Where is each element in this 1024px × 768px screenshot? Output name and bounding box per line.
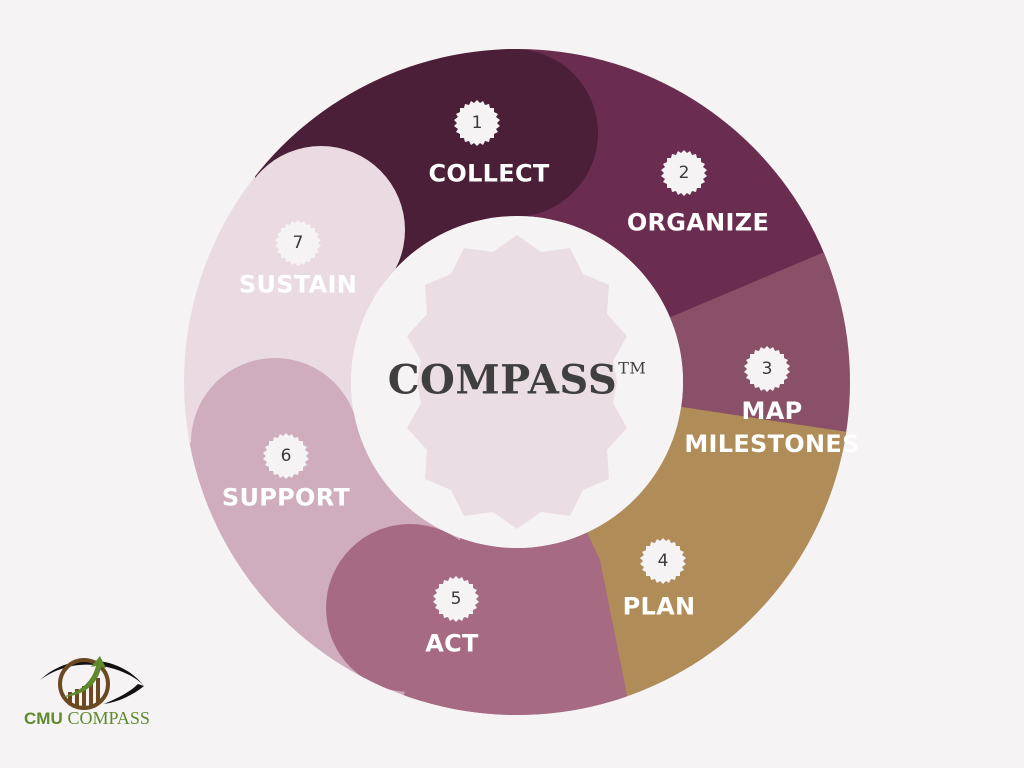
center-starburst-icon: [407, 235, 627, 529]
step-label-act: ACT: [425, 629, 479, 658]
step-badge-6: 6: [263, 433, 309, 479]
step-number: 1: [471, 113, 483, 133]
trademark-mark: TM: [618, 358, 647, 378]
step-label-sustain: SUSTAIN: [238, 270, 358, 299]
step-badge-1: 1: [454, 100, 500, 146]
step-label-line-1: MAP: [741, 397, 803, 425]
step-number: 4: [657, 551, 669, 571]
step-label-line-2: MILESTONES: [684, 430, 860, 458]
starburst-badge-icon: [744, 346, 790, 392]
step-number: 5: [450, 589, 462, 609]
step-label-plan: PLAN: [622, 592, 696, 621]
step-badge-5: 5: [433, 576, 479, 622]
logo-text-cmu: CMU: [24, 709, 63, 728]
step-badge-7: 7: [275, 220, 321, 266]
starburst-badge-icon: [275, 220, 321, 266]
step-badge-4: 4: [640, 538, 686, 584]
step-number: 3: [761, 359, 773, 379]
step-number: 2: [678, 163, 690, 183]
center-title-text: COMPASS: [387, 356, 618, 404]
center-title: COMPASSTM: [388, 357, 647, 404]
step-badge-3: 3: [744, 346, 790, 392]
starburst-badge-icon: [640, 538, 686, 584]
segment-collect-cap[interactable]: [430, 49, 598, 217]
step-number: 6: [280, 446, 292, 466]
step-label-support: SUPPORT: [221, 483, 351, 512]
starburst-badge-icon: [433, 576, 479, 622]
starburst-badge-icon: [263, 433, 309, 479]
step-label-collect: COLLECT: [428, 159, 550, 188]
step-badge-2: 2: [661, 150, 707, 196]
step-number: 7: [292, 233, 304, 253]
logo-wordmark: CMU COMPASS: [24, 708, 150, 729]
cmu-compass-logo-icon: [40, 656, 144, 710]
starburst-badge-icon: [661, 150, 707, 196]
step-label-map-milestones: MAP MILESTONES: [684, 395, 859, 461]
logo-text-compass: COMPASS: [67, 708, 150, 728]
step-label-organize: ORGANIZE: [626, 208, 770, 237]
starburst-badge-icon: [454, 100, 500, 146]
